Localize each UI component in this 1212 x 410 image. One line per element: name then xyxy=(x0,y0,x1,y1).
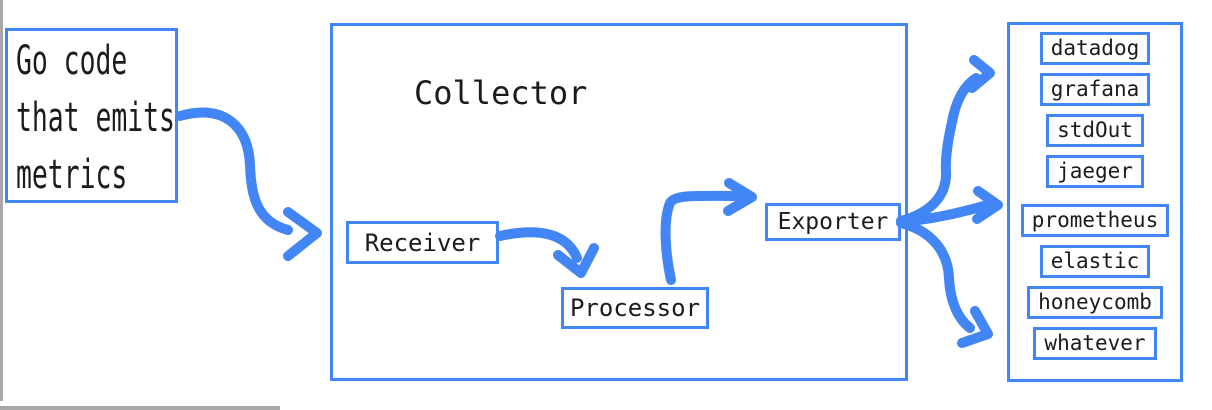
processor-label: Processor xyxy=(569,294,701,322)
collector-box: Collector Receiver Processor Exporter xyxy=(330,23,908,381)
source-code-text: Go code that emits metrics xyxy=(16,33,175,204)
arrow-exporter-to-sinks-right-line xyxy=(896,201,989,227)
sink-item-stdout: stdOut xyxy=(1046,114,1144,147)
arrow-exporter-to-sinks-right xyxy=(896,186,1003,227)
source-line-3: metrics xyxy=(16,152,128,198)
sink-item-elastic: elastic xyxy=(1039,245,1151,278)
collector-label: Collector xyxy=(414,74,588,112)
arrow-exporter-to-sinks-down-head xyxy=(957,306,993,348)
receiver-box: Receiver xyxy=(346,221,499,264)
sink-item-jaeger: jaeger xyxy=(1046,155,1144,188)
sink-item-whatever: whatever xyxy=(1033,327,1157,360)
processor-box: Processor xyxy=(561,287,709,329)
arrow-source-to-receiver-head xyxy=(283,207,322,261)
sink-item-grafana: grafana xyxy=(1039,73,1151,106)
sinks-panel: datadog grafana stdOut jaeger prometheus… xyxy=(1007,22,1183,382)
sink-item-datadog: datadog xyxy=(1039,32,1151,65)
exporter-box: Exporter xyxy=(765,203,901,241)
arrow-source-to-receiver xyxy=(175,107,322,261)
arrow-exporter-to-sinks-up-line xyxy=(896,73,981,226)
arrow-exporter-to-sinks-up xyxy=(896,55,995,226)
window-edge-bottom xyxy=(0,406,280,410)
exporter-label: Exporter xyxy=(777,209,889,235)
arrow-exporter-to-sinks-down xyxy=(896,218,993,348)
source-code-box: Go code that emits metrics xyxy=(5,28,178,203)
sink-item-prometheus: prometheus xyxy=(1020,204,1170,237)
arrow-exporter-to-sinks-down-line xyxy=(896,218,975,333)
arrow-exporter-to-sinks-up-head xyxy=(967,55,995,93)
arrow-exporter-to-sinks-right-head xyxy=(972,186,1003,224)
receiver-label: Receiver xyxy=(364,228,481,257)
arrow-source-to-receiver-line xyxy=(175,107,293,235)
source-line-2: that emits xyxy=(16,95,175,141)
window-edge-left xyxy=(0,0,3,401)
source-line-1: Go code xyxy=(16,38,128,84)
sink-item-honeycomb: honeycomb xyxy=(1027,286,1163,319)
